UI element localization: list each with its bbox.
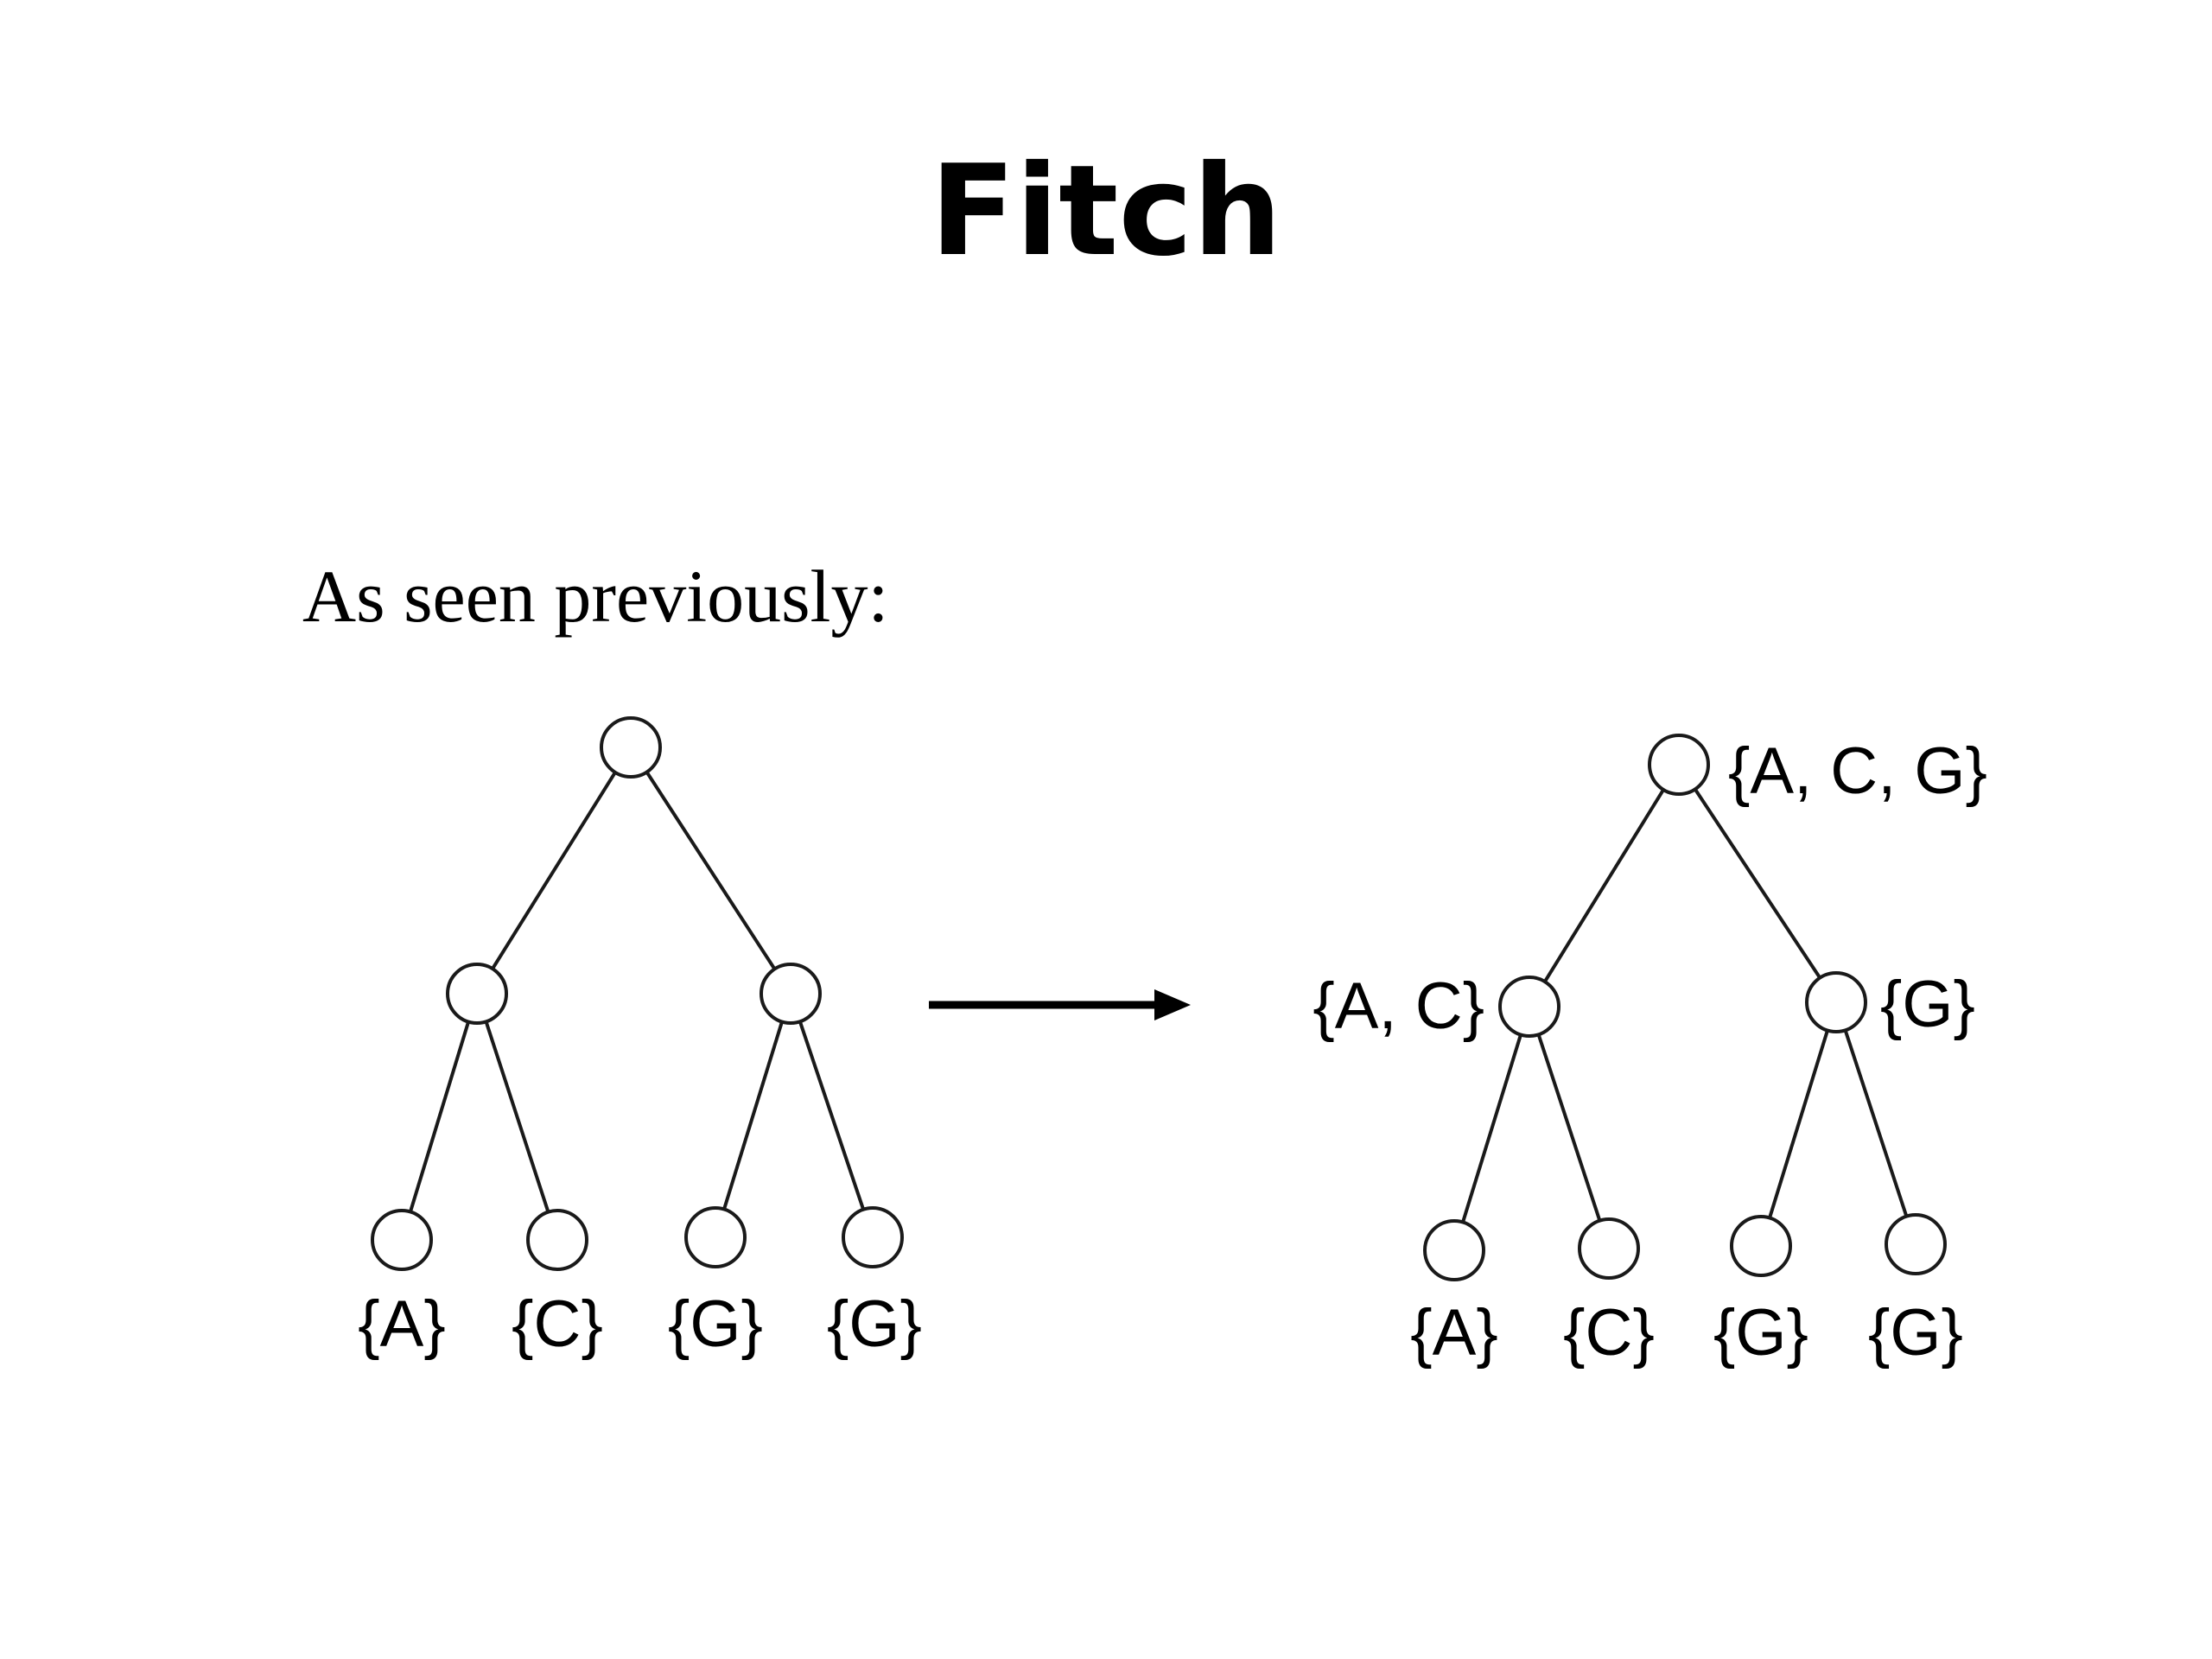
slide-title: Fitch xyxy=(930,138,1282,284)
tree-edge xyxy=(400,993,479,1241)
tree-edge xyxy=(1528,1006,1611,1249)
leaf-node xyxy=(842,1206,904,1268)
after-tree: {A, C, G} {A, C} {G} {A} {C} {G} {G} xyxy=(1313,734,1987,1370)
leaf-node xyxy=(684,1206,747,1268)
tree-edge xyxy=(1834,1001,1917,1245)
leaf-label: {C} xyxy=(1563,1296,1655,1370)
tree-edge xyxy=(475,993,559,1241)
internal-node xyxy=(1498,976,1560,1038)
tree-edge xyxy=(789,993,874,1238)
internal-node xyxy=(446,963,508,1025)
tree-edge xyxy=(1677,763,1838,1004)
leaf-node xyxy=(1730,1215,1792,1277)
root-node xyxy=(1648,734,1710,796)
leaf-node xyxy=(1578,1217,1640,1280)
leaf-node xyxy=(1423,1219,1485,1281)
leaf-label: {G} xyxy=(1868,1296,1963,1370)
leaf-label: {G} xyxy=(1713,1296,1808,1370)
leaf-node xyxy=(371,1209,433,1271)
tree-edge xyxy=(1759,1001,1838,1247)
internal-set-label: {A, C} xyxy=(1313,969,1484,1043)
leaf-label: {G} xyxy=(827,1287,922,1361)
root-set-label: {A, C, G} xyxy=(1728,734,1987,808)
slide-subtitle: As seen previously: xyxy=(302,555,889,638)
leaf-node xyxy=(1885,1213,1947,1275)
leaf-label: {C} xyxy=(512,1287,603,1361)
tree-edge xyxy=(714,993,792,1238)
internal-set-label: {G} xyxy=(1880,968,1975,1041)
tree-edge xyxy=(475,746,632,995)
transition-arrow xyxy=(929,989,1191,1020)
tree-edge xyxy=(629,746,792,995)
leaf-label: {G} xyxy=(668,1287,763,1361)
leaf-node xyxy=(526,1209,588,1271)
internal-node xyxy=(1805,971,1867,1033)
leaf-label: {A} xyxy=(1410,1296,1497,1370)
internal-node xyxy=(760,963,822,1025)
tree-edge xyxy=(1528,763,1681,1008)
before-tree: {A} {C} {G} {G} xyxy=(358,716,922,1361)
leaf-label: {A} xyxy=(358,1287,445,1361)
root-node xyxy=(600,716,662,779)
tree-edge xyxy=(1452,1006,1531,1251)
arrow-head xyxy=(1154,989,1191,1020)
